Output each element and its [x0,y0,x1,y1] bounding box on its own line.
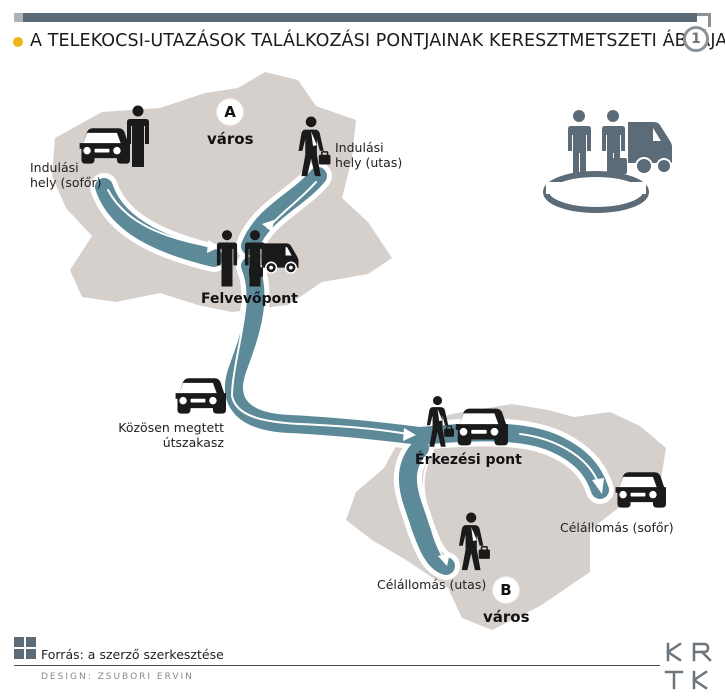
city-a-name: város [207,130,254,148]
top-bar-marker [14,13,23,22]
design-credit: DESIGN: ZSUBORI ERVIN [41,672,194,682]
title-bullet [13,37,23,47]
passenger-start-label: Indulási hely (utas) [335,140,402,170]
dest-driver-car-icon [615,472,666,508]
pickup-label: Felvevőpont [201,291,298,307]
shared-route-car-icon [175,378,226,414]
driver-start-label: Indulási hely (sofőr) [30,160,102,190]
source-note: Forrás: a szerző szerkesztése [41,647,224,662]
figure-number-bracket [697,13,711,27]
krtk-logo [664,642,712,690]
title-row: A TELEKOCSI-UTAZÁSOK TALÁLKOZÁSI PONTJAI… [10,30,725,54]
footer-divider [14,665,660,666]
figure-title: A TELEKOCSI-UTAZÁSOK TALÁLKOZÁSI PONTJAI… [30,31,725,51]
city-a-badge: A [217,99,243,125]
shared-route-label: Közösen megtett útszakasz [118,420,224,450]
shared-route-label-line1: Közösen megtett [118,420,224,435]
passenger-start-label-line2: hely (utas) [335,155,403,170]
dest-passenger-label: Célállomás (utas) [377,577,487,592]
figure-number: 1 [683,26,709,52]
city-b-badge: B [493,577,519,603]
driver-start-label-line1: Indulási [30,160,79,175]
source-grid-icon [14,637,36,659]
shared-route-label-line2: útszakasz [162,435,224,450]
arrival-label: Érkezési pont [415,452,522,468]
city-b-name: város [483,608,530,626]
dest-driver-label: Célállomás (sofőr) [560,520,674,535]
meeting-point-legend-icon [543,110,672,213]
top-bar [14,13,697,22]
passenger-start-label-line1: Indulási [335,140,384,155]
driver-start-label-line2: hely (sofőr) [30,175,102,190]
